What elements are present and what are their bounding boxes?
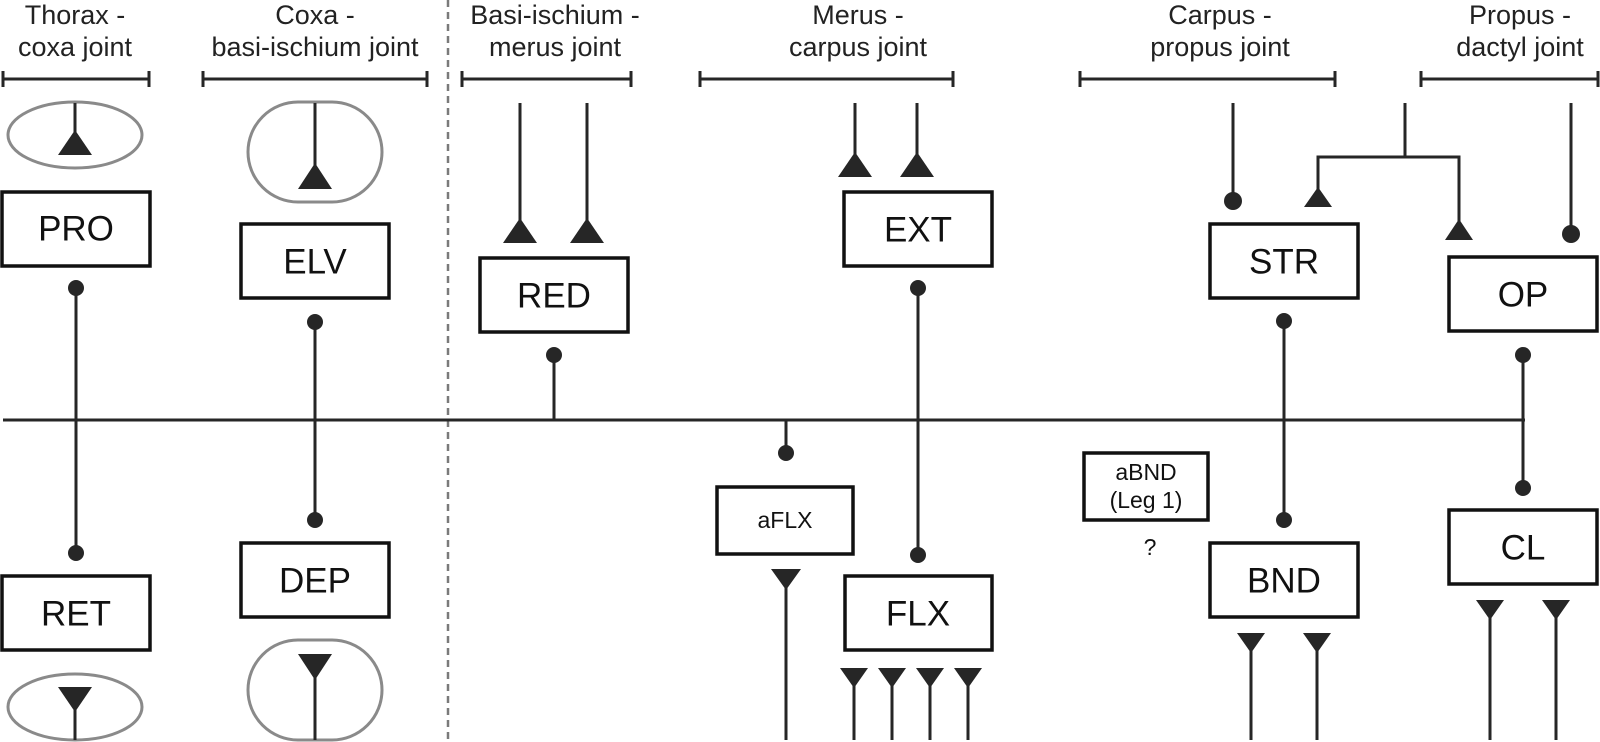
unknown-innervation-marker: ? — [1144, 534, 1157, 560]
excitatory-triangle-icon — [878, 668, 906, 688]
bracket-basi-merus — [460, 71, 633, 87]
muscle-label-elv: ELV — [283, 243, 347, 282]
muscle-label-dep: DEP — [279, 562, 351, 601]
muscle-box-aflx — [715, 485, 855, 556]
joint-label-coxa-basi-l1: Coxa - — [275, 0, 355, 30]
muscle-label-aflx: aFLX — [758, 507, 813, 533]
inhibitory-circle-icon — [910, 547, 926, 563]
excitatory-triangle-icon — [58, 130, 92, 155]
inhibitory-circle-icon — [68, 545, 84, 561]
excitatory-triangle-icon — [916, 668, 944, 688]
inhibitory-circle-icon — [68, 280, 84, 296]
inhibitory-circle-icon — [910, 280, 926, 296]
muscle-box-ret — [0, 574, 152, 652]
joint-label-carpus-propus-l2: propus joint — [1150, 32, 1290, 62]
excitatory-triangle-icon — [1304, 187, 1332, 207]
joint-label-basi-merus-l1: Basi-ischium - — [470, 0, 640, 30]
inhibitory-circle-icon — [546, 347, 562, 363]
muscle-box-dep — [239, 541, 391, 619]
bracket-thorax-coxa — [1, 71, 151, 87]
inhibitory-circle-icon — [1276, 512, 1292, 528]
column-coxa-basi: ELV DEP — [239, 100, 391, 742]
muscle-box-bnd — [1208, 541, 1360, 619]
muscle-label-abnd-line2: (Leg 1) — [1110, 487, 1183, 513]
muscle-label-red: RED — [517, 277, 591, 316]
muscle-label-ret: RET — [41, 595, 111, 634]
muscle-box-red — [478, 256, 630, 334]
axon-shared-excitor-branches — [1316, 155, 1461, 225]
joint-label-basi-merus-l2: merus joint — [489, 32, 622, 62]
muscle-label-cl: CL — [1501, 529, 1546, 568]
muscle-box-op — [1447, 255, 1599, 333]
excitatory-triangle-icon — [954, 668, 982, 688]
bracket-coxa-basi — [201, 71, 429, 87]
muscle-box-ext — [842, 190, 994, 268]
column-thorax-coxa: PRO RET — [0, 100, 152, 742]
joint-label-thorax-coxa-l2: coxa joint — [18, 32, 133, 62]
joint-label-coxa-basi-l2: basi-ischium joint — [211, 32, 419, 62]
excitatory-triangle-icon — [900, 152, 934, 177]
joint-label-merus-carpus-l1: Merus - — [812, 0, 904, 30]
inhibitory-circle-icon — [307, 512, 323, 528]
inhibitory-circle-icon — [1515, 347, 1531, 363]
bracket-carpus-propus — [1078, 71, 1337, 87]
excitatory-triangle-icon — [838, 152, 872, 177]
excitatory-triangle-icon — [298, 654, 332, 680]
excitatory-triangle-icon — [1445, 219, 1473, 240]
inhibitory-circle-icon — [1562, 225, 1580, 243]
excitatory-triangle-icon — [1303, 633, 1331, 653]
muscle-label-pro: PRO — [38, 210, 114, 249]
muscle-label-str: STR — [1249, 243, 1319, 282]
inhibitory-circle-icon — [1515, 480, 1531, 496]
muscle-label-bnd: BND — [1247, 562, 1321, 601]
excitatory-triangle-icon — [570, 218, 604, 243]
excitatory-triangle-icon — [1476, 600, 1504, 620]
flx-excitor-axons — [840, 668, 982, 740]
excitatory-triangle-icon — [1237, 633, 1265, 653]
muscle-box-flx — [843, 574, 994, 652]
muscle-label-flx: FLX — [886, 595, 950, 634]
excitatory-triangle-icon — [298, 163, 332, 189]
column-propus-dactyl: OP CL — [1447, 103, 1599, 740]
joint-label-carpus-propus-l1: Carpus - — [1168, 0, 1272, 30]
joint-headers: Thorax - coxa joint Coxa - basi-ischium … — [18, 0, 1584, 62]
bracket-merus-carpus — [698, 71, 955, 87]
muscle-label-abnd-line1: aBND — [1115, 459, 1176, 485]
column-carpus-propus: STR aBND (Leg 1) ? BND — [1082, 103, 1473, 740]
muscle-box-abnd — [1082, 451, 1210, 522]
column-basi-merus: RED — [478, 103, 630, 420]
inhibitory-circle-icon — [778, 445, 794, 461]
joint-label-thorax-coxa-l1: Thorax - — [25, 0, 126, 30]
joint-label-propus-dactyl-l1: Propus - — [1469, 0, 1571, 30]
joint-label-merus-carpus-l2: carpus joint — [789, 32, 928, 62]
excitatory-triangle-icon — [840, 668, 868, 688]
excitatory-triangle-icon — [1542, 600, 1570, 620]
inhibitory-circle-icon — [1224, 192, 1242, 210]
excitatory-triangle-icon — [58, 687, 92, 712]
muscle-box-pro — [0, 190, 152, 268]
bracket-propus-dactyl — [1419, 71, 1600, 87]
muscle-label-op: OP — [1498, 276, 1549, 315]
inhibitory-circle-icon — [1276, 313, 1292, 329]
joint-brackets — [1, 71, 1600, 87]
muscle-box-cl — [1447, 508, 1599, 586]
muscle-label-ext: EXT — [884, 211, 952, 250]
joint-label-propus-dactyl-l2: dactyl joint — [1456, 32, 1584, 62]
muscle-box-str — [1208, 222, 1360, 300]
excitatory-triangle-icon — [771, 569, 801, 590]
muscle-box-elv — [239, 222, 391, 300]
column-merus-carpus: EXT aFLX FLX — [715, 103, 994, 740]
inhibitory-circle-icon — [307, 314, 323, 330]
excitatory-triangle-icon — [503, 218, 537, 243]
